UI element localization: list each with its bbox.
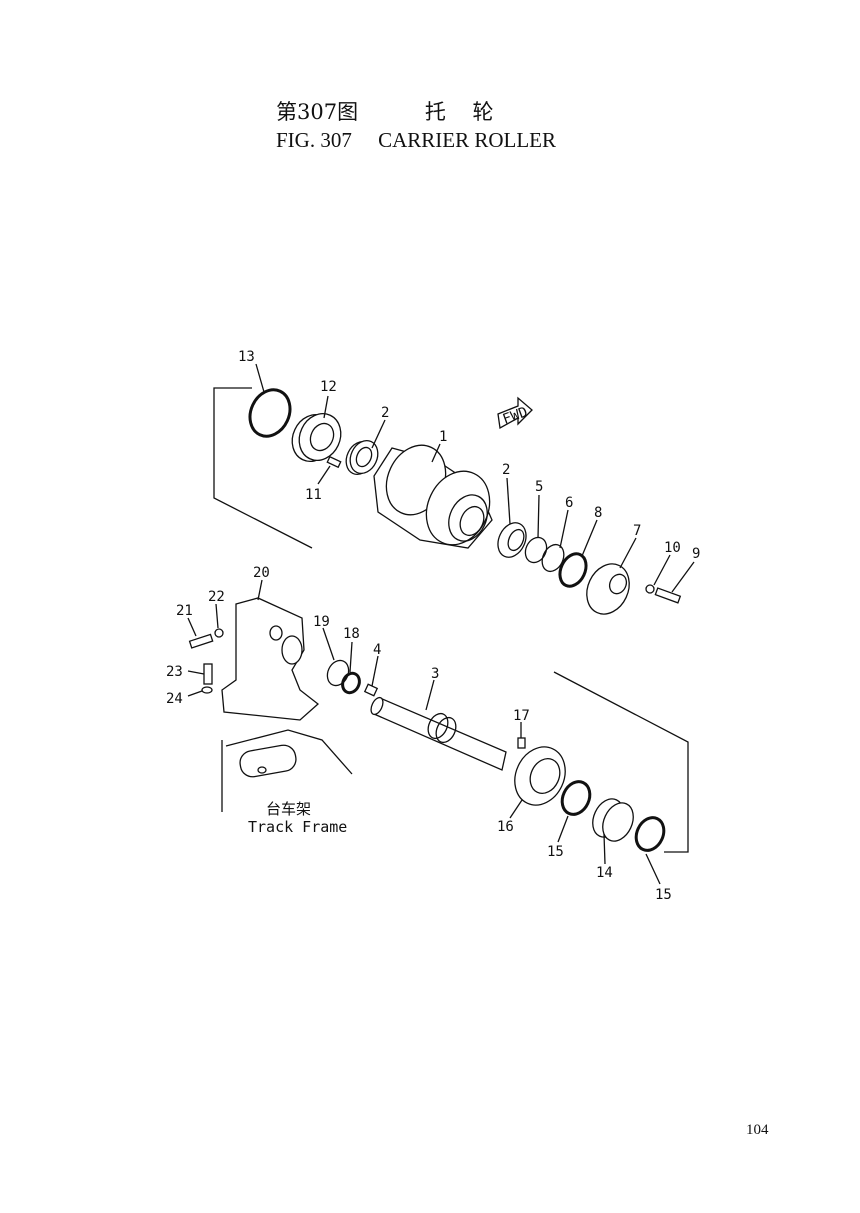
track-frame-label-cn: 台车架: [266, 800, 311, 818]
part-12-floating-seal: [291, 413, 342, 462]
callout-20: 20: [253, 565, 270, 581]
part-20-bracket: [221, 597, 320, 721]
callout-13: 13: [238, 349, 255, 365]
part-24-washer: [201, 686, 213, 694]
part-4-plug: [363, 683, 379, 697]
callout-22: 22: [208, 589, 225, 605]
part-5-nut: [524, 536, 548, 564]
callout-14: 14: [596, 865, 613, 881]
callout-24: 24: [166, 691, 183, 707]
part-17-pin: [517, 737, 526, 749]
part-8-o-ring: [558, 552, 588, 588]
part-14-floating-seal: [592, 798, 634, 842]
callout-1: 1: [439, 429, 447, 445]
fwd-label: FWD: [501, 404, 530, 428]
callout-16: 16: [497, 819, 514, 835]
track-frame: [221, 729, 353, 812]
callout-10: 10: [664, 540, 681, 556]
callout-11: 11: [305, 487, 322, 503]
part-16-collar: [514, 746, 566, 806]
part-13-o-ring: [248, 388, 292, 438]
part-11-pin: [326, 455, 342, 469]
callout-3: 3: [431, 666, 439, 682]
figure-title-chinese: 第307图 托 轮: [276, 100, 494, 124]
callout-2-lower: 2: [502, 462, 510, 478]
callout-6: 6: [565, 495, 573, 511]
forward-direction-arrow: FWD: [497, 396, 533, 430]
track-frame-label-en: Track Frame: [248, 818, 347, 836]
part-18-o-ring: [341, 671, 361, 695]
part-7-cover: [586, 563, 630, 615]
part-23-bolt: [203, 663, 213, 685]
part-15-o-ring-b: [634, 816, 666, 852]
callout-9: 9: [692, 546, 700, 562]
callout-18: 18: [343, 626, 360, 642]
upper-group-bracket: [213, 387, 313, 549]
callout-21: 21: [176, 603, 193, 619]
part-3-shaft: [370, 696, 507, 771]
callout-8: 8: [594, 505, 602, 521]
callout-7: 7: [633, 523, 641, 539]
part-2-bearing-upper: [345, 439, 379, 476]
part-21-bolt: [188, 633, 214, 649]
part-9-bolt: [654, 587, 682, 604]
part-1-roller: [373, 444, 493, 549]
part-2-bearing-lower: [497, 522, 527, 558]
callout-12: 12: [320, 379, 337, 395]
callout-2-upper: 2: [381, 405, 389, 421]
callout-5: 5: [535, 479, 543, 495]
page-number: 104: [746, 1122, 769, 1138]
callout-4: 4: [373, 642, 381, 658]
part-15-o-ring-a: [560, 780, 592, 816]
callout-23: 23: [166, 664, 183, 680]
callout-19: 19: [313, 614, 330, 630]
callout-15-b: 15: [655, 887, 672, 903]
callout-leaders: [187, 363, 695, 885]
part-10-washer: [645, 584, 655, 594]
lower-group-bracket: [553, 671, 689, 853]
callout-17: 17: [513, 708, 530, 724]
callout-15-a: 15: [547, 844, 564, 860]
figure-title-english: FIG. 307 CARRIER ROLLER: [276, 128, 557, 152]
part-22-washer: [214, 628, 224, 638]
